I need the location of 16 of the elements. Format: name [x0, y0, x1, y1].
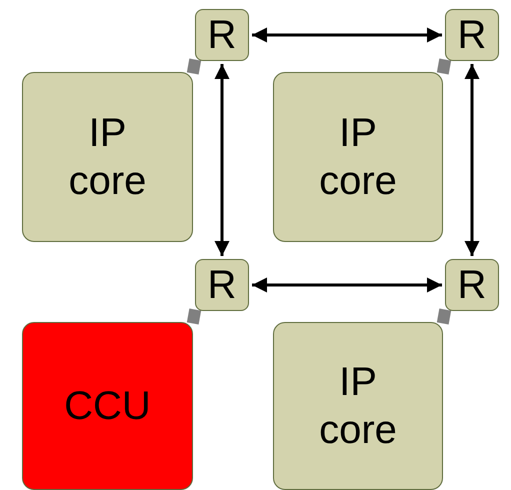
link-connector — [436, 308, 452, 324]
link-connector — [436, 58, 452, 74]
double-arrow — [464, 64, 480, 256]
control-unit-box: CCU — [22, 322, 193, 490]
link-connector — [186, 58, 202, 74]
ip-core-box: IP core — [273, 322, 443, 490]
double-arrow — [252, 278, 442, 292]
router-box: R — [195, 259, 249, 311]
router-box: R — [445, 9, 499, 61]
router-box: R — [195, 9, 249, 61]
router-box: R — [445, 259, 499, 311]
link-connector — [186, 308, 202, 324]
double-arrow — [214, 64, 230, 256]
ip-core-box: IP core — [273, 72, 443, 242]
double-arrow — [252, 28, 442, 42]
ip-core-box: IP core — [22, 72, 193, 242]
